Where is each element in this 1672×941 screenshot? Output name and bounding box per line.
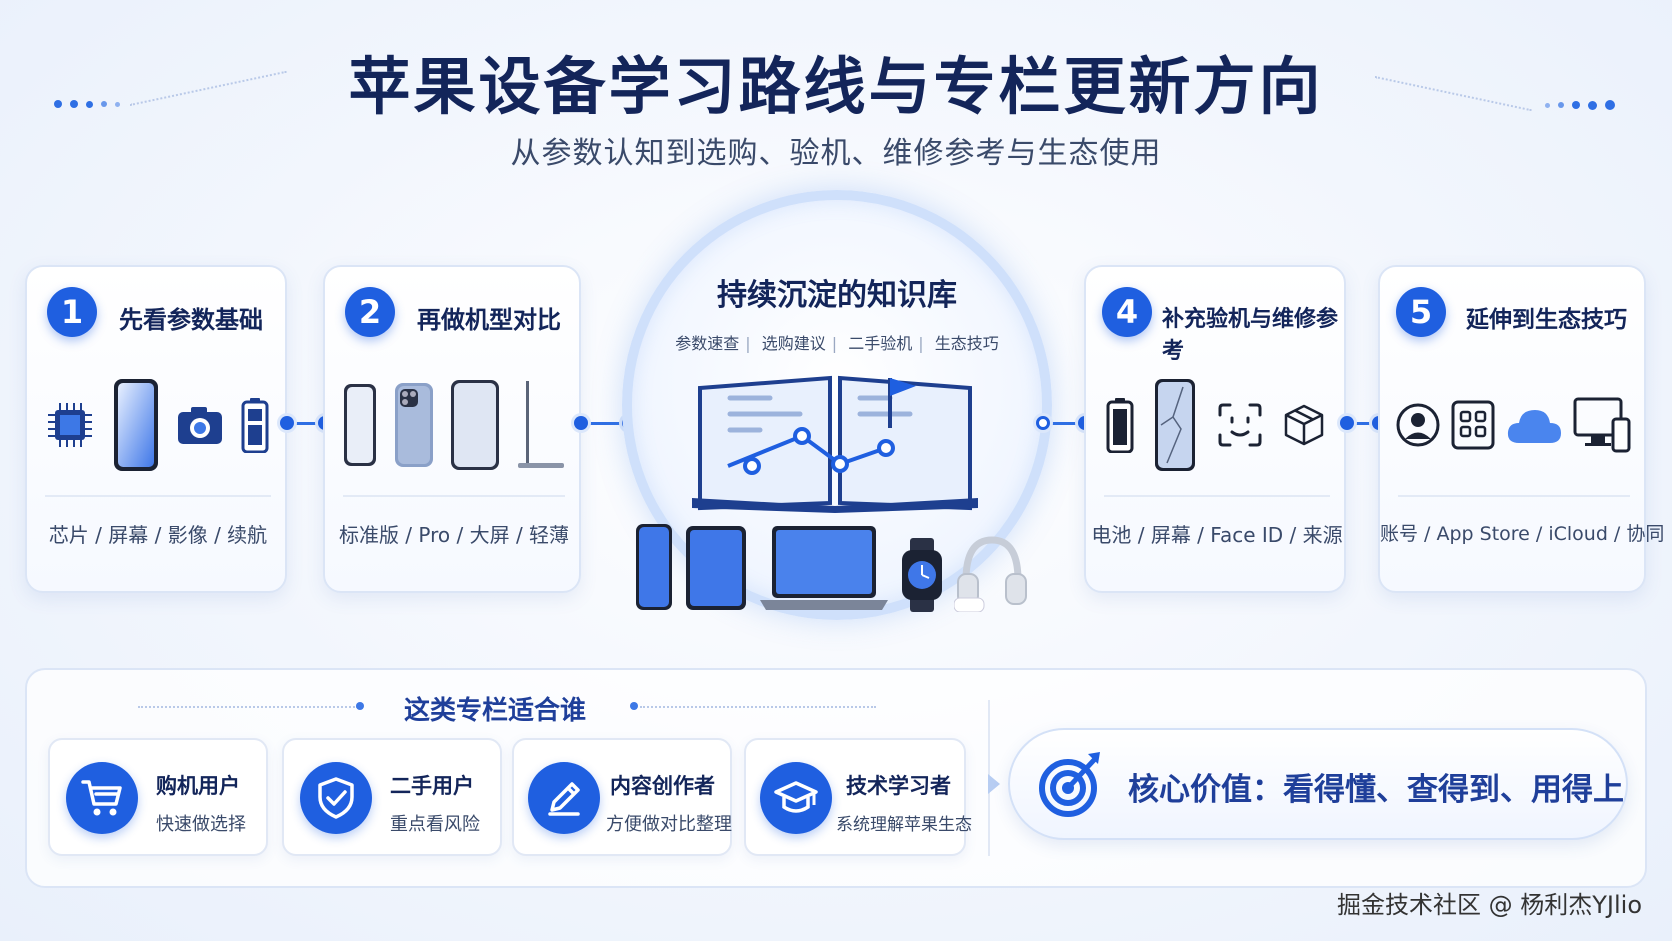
open-book-icon: [690, 368, 980, 517]
step-footer: 电池 / 屏幕 / Face ID / 来源: [1091, 523, 1343, 547]
page-subtitle: 从参数认知到选购、验机、维修参考与生态使用: [510, 136, 1162, 171]
macbook-icon: [758, 524, 890, 612]
tag: 选购建议: [761, 334, 826, 353]
audience-item-desc: 快速做选择: [156, 814, 246, 835]
camera-icon: [176, 404, 224, 446]
step-card-5: 5 延伸到生态技巧 账号 / App Store / iCloud / 协同: [1378, 265, 1665, 593]
watch-icon: [900, 538, 944, 612]
audience-card-learners: 技术学习者 系统理解苹果生态: [744, 738, 972, 856]
arrow-right-icon: [988, 774, 1000, 794]
device-family: [634, 522, 1030, 612]
step-footer: 标准版 / Pro / 大屏 / 轻薄: [338, 523, 570, 547]
audience-item-title: 技术学习者: [846, 774, 951, 798]
connector-line: [287, 422, 323, 425]
audience-item-title: 购机用户: [156, 774, 240, 798]
connector-dot: [574, 416, 588, 430]
audience-card-buyers: 购机用户 快速做选择: [48, 738, 268, 856]
audience-item-desc: 重点看风险: [390, 814, 480, 835]
cart-icon: [66, 762, 138, 834]
knowledge-base-title: 持续沉淀的知识库: [717, 278, 957, 313]
step-card-4: 4 补充验机与维修参考 电池 / 屏幕 / Face ID / 来源: [1084, 265, 1346, 593]
chip-icon: [45, 400, 95, 450]
step-badge: 1: [47, 287, 97, 337]
step-title: 延伸到生态技巧: [1466, 307, 1627, 333]
deco-line: [138, 706, 358, 708]
connector-dot: [1340, 416, 1354, 430]
connector-dot: [1036, 416, 1050, 430]
knowledge-base-tags: 参数速查| 选购建议| 二手验机| 生态技巧: [675, 334, 999, 353]
battery-icon: [1106, 397, 1134, 453]
audience-item-title: 二手用户: [390, 774, 474, 798]
connector-line: [1042, 422, 1086, 425]
cracked-screen-icon: [1153, 377, 1197, 473]
target-icon: [1036, 748, 1108, 824]
page-title: 苹果设备学习路线与专栏更新方向: [348, 50, 1324, 123]
audience-item-title: 内容创作者: [610, 774, 715, 798]
core-value-text: 核心价值：看得懂、查得到、用得上: [1128, 772, 1624, 808]
step-badge: 2: [345, 287, 395, 337]
audience-card-creators: 内容创作者 方便做对比整理: [512, 738, 732, 856]
app-grid-icon: [1451, 400, 1495, 450]
step-card-2: 2 再做机型对比 标准版 / Pro / 大屏 / 轻薄: [323, 265, 581, 593]
step-footer: 芯片 / 屏幕 / 影像 / 续航: [48, 523, 268, 547]
pencil-icon: [528, 762, 600, 834]
ipad-icon: [684, 524, 748, 612]
tag: 二手验机: [848, 334, 913, 353]
step-card-1: 1 先看参数基础 芯片 / 屏幕 / 影像 / 续航: [25, 265, 287, 593]
battery-icon: [241, 397, 269, 453]
step-title: 再做机型对比: [417, 306, 561, 334]
audience-item-desc: 方便做对比整理: [606, 814, 732, 835]
package-icon: [1282, 403, 1326, 447]
iphone-icon: [112, 377, 160, 473]
step-badge: 4: [1102, 287, 1152, 337]
connector-dot: [280, 416, 294, 430]
step-badge: 5: [1396, 287, 1446, 337]
audience-item-desc: 系统理解苹果生态: [836, 815, 972, 835]
tag: 参数速查: [675, 334, 740, 353]
connector-line: [581, 422, 629, 425]
headphones-icon: [954, 532, 1030, 612]
core-value-box: [1008, 728, 1628, 840]
iphone-icon: [634, 522, 674, 612]
iphone-large-icon: [449, 378, 501, 472]
devices-icon: [1573, 395, 1631, 455]
icloud-icon: [1505, 405, 1563, 445]
audience-title: 这类专栏适合谁: [403, 696, 586, 726]
account-icon: [1395, 402, 1441, 448]
watermark: 掘金技术社区 @ 杨利杰YJlio: [1336, 891, 1642, 919]
step-footer: 账号 / App Store / iCloud / 协同: [1380, 523, 1665, 545]
deco-line: [640, 706, 876, 708]
macbook-thin-icon: [516, 379, 564, 471]
audience-card-second-hand: 二手用户 重点看风险: [282, 738, 502, 856]
graduation-cap-icon: [760, 762, 832, 834]
iphone-pro-icon: [393, 381, 435, 469]
face-id-icon: [1217, 402, 1263, 448]
left-dots-decoration: [54, 100, 120, 108]
step-title: 先看参数基础: [119, 306, 263, 334]
right-dots-decoration: [1545, 100, 1615, 110]
shield-check-icon: [300, 762, 372, 834]
step-title: 补充验机与维修参考: [1162, 307, 1339, 364]
connector-line: [1346, 422, 1378, 425]
iphone-standard-icon: [342, 382, 378, 468]
tag: 生态技巧: [934, 334, 999, 353]
